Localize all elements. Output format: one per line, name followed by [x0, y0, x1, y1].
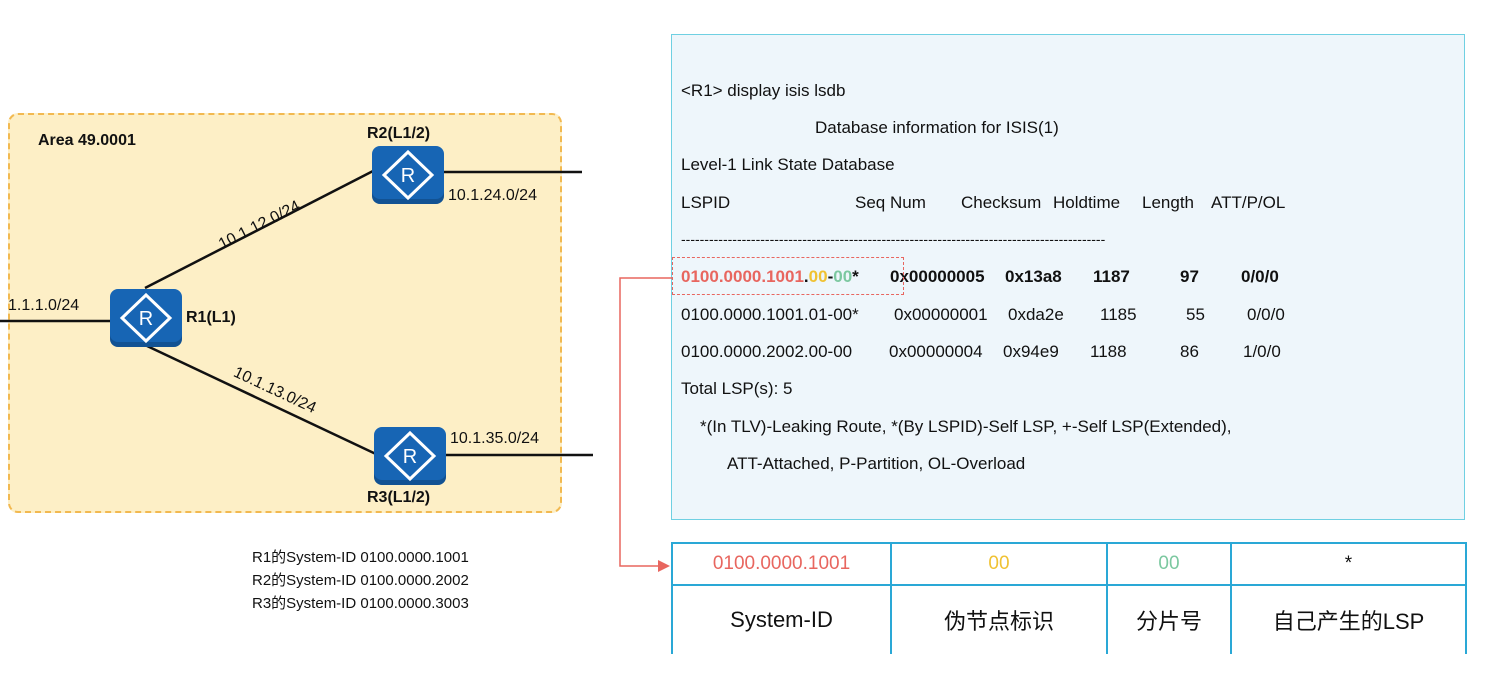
- breakdown-value-pseudo: 00: [890, 542, 1108, 586]
- col-header-flags: ATT/P/OL: [1211, 193, 1286, 212]
- router-r2-label: R2(L1/2): [367, 125, 431, 142]
- lsp-row-3-flags: 1/0/0: [1243, 342, 1281, 361]
- terminal-output: [671, 34, 1465, 520]
- lspid-dash: -: [827, 267, 834, 286]
- col-header-lspid: LSPID: [681, 193, 731, 212]
- lsp-row-highlight-lspid: 0100.0000.1001.00-00*: [681, 267, 859, 287]
- breakdown-label-frag: 分片号: [1106, 584, 1232, 654]
- lspid-pseudo: 00: [808, 267, 828, 286]
- lsp-row-3-holdtime: 1188: [1090, 342, 1127, 361]
- lsp-row-highlight-checksum: 0x13a8: [1005, 267, 1062, 286]
- lsp-row-3-checksum: 0x94e9: [1003, 342, 1059, 361]
- lspid-sysid: 0100.0000.1001: [681, 267, 804, 286]
- system-id-r2: R2的System-ID 0100.0000.2002: [252, 572, 469, 589]
- link-r1-r2: [144, 168, 376, 290]
- router-r1-label: R1(L1): [186, 309, 236, 326]
- breakdown-label-self: 自己产生的LSP: [1230, 584, 1467, 654]
- area-box: [8, 113, 562, 513]
- router-r2-glyph: R: [401, 165, 415, 187]
- terminal-legend-line2: ATT-Attached, P-Partition, OL-Overload: [727, 454, 1026, 473]
- topology-links: [0, 168, 593, 457]
- col-header-holdtime: Holdtime: [1053, 193, 1121, 212]
- router-r3-label: R3(L1/2): [367, 489, 431, 506]
- col-header-checksum: Checksum: [961, 193, 1042, 212]
- arrow-connector: [619, 277, 672, 572]
- router-r3-icon: R: [374, 427, 446, 485]
- lsp-row-3-length: 86: [1180, 342, 1199, 361]
- link-label-r1-ext: 1.1.1.0/24: [8, 297, 80, 314]
- system-id-r3: R3的System-ID 0100.0000.3003: [252, 595, 469, 612]
- lsp-row-2-length: 55: [1186, 305, 1205, 324]
- col-header-seq: Seq Num: [855, 193, 926, 212]
- link-r1-r3: [144, 343, 379, 457]
- router-r1-glyph: R: [139, 308, 153, 330]
- lsp-row-2-flags: 0/0/0: [1247, 305, 1285, 324]
- breakdown-value-sysid: 0100.0000.1001: [671, 542, 892, 586]
- breakdown-label-pseudo: 伪节点标识: [890, 584, 1108, 654]
- lsp-row-2-checksum: 0xda2e: [1008, 305, 1064, 324]
- terminal-separator: ----------------------------------------…: [681, 231, 1106, 247]
- area-label: Area 49.0001: [38, 132, 136, 149]
- lsp-row-highlight-seq: 0x00000005: [890, 267, 985, 286]
- terminal-total: Total LSP(s): 5: [681, 379, 793, 398]
- terminal-level-title: Level-1 Link State Database: [681, 155, 895, 174]
- terminal-legend-line1: *(In TLV)-Leaking Route, *(By LSPID)-Sel…: [700, 417, 1232, 436]
- col-header-length: Length: [1142, 193, 1194, 212]
- router-r2-icon: R: [372, 146, 444, 204]
- lspid-dot: .: [803, 267, 809, 286]
- lsp-row-2-holdtime: 1185: [1100, 305, 1137, 324]
- router-r1-icon: R: [110, 289, 182, 347]
- lsp-row-2-seq: 0x00000001: [894, 305, 988, 324]
- system-id-r1: R1的System-ID 0100.0000.1001: [252, 549, 469, 566]
- lsp-row-2-lspid: 0100.0000.1001.01-00*: [681, 305, 859, 324]
- lspid-self: *: [852, 267, 859, 286]
- lsp-row-3-lspid: 0100.0000.2002.00-00: [681, 342, 853, 361]
- link-label-r3-ext: 10.1.35.0/24: [450, 430, 539, 447]
- breakdown-value-self: *: [1230, 542, 1467, 586]
- lsp-row-highlight-flags: 0/0/0: [1241, 267, 1279, 286]
- arrow-head-icon: [658, 560, 670, 572]
- breakdown-label-sysid: System-ID: [671, 584, 892, 654]
- terminal-command: <R1> display isis lsdb: [681, 81, 846, 100]
- link-label-r2-ext: 10.1.24.0/24: [448, 187, 537, 204]
- lsp-row-highlight-holdtime: 1187: [1093, 267, 1130, 286]
- lspid-frag: 00: [833, 267, 853, 286]
- lspid-breakdown-table: 0100.0000.1001 00 00 * System-ID 伪节点标识 分…: [671, 542, 1467, 654]
- terminal-db-title: Database information for ISIS(1): [815, 118, 1059, 137]
- breakdown-value-frag: 00: [1106, 542, 1232, 586]
- system-id-notes: R1的System-ID 0100.0000.1001 R2的System-ID…: [252, 546, 469, 615]
- lsp-row-highlight-length: 97: [1180, 267, 1199, 286]
- lsp-row-3-seq: 0x00000004: [889, 342, 983, 361]
- router-r3-glyph: R: [403, 446, 417, 468]
- lspid-highlight-box: [672, 257, 904, 295]
